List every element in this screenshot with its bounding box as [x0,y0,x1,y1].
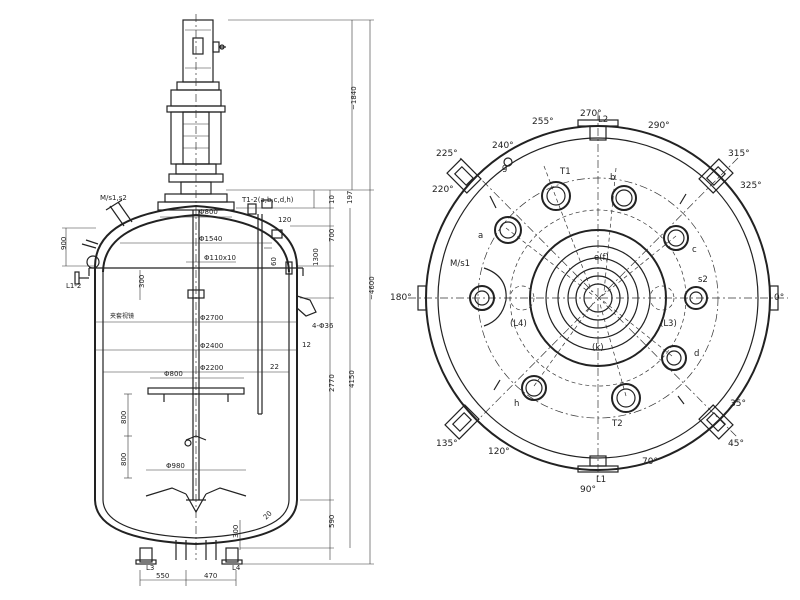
label-ms1: M/s1 [450,259,470,269]
gearbox-frame [164,111,228,203]
side-elevation: M/s1,s2 T1-2(a,b,c,d,h) 900 L1-2 Φ800 Φ1… [60,14,376,586]
dim-60: 60 [270,257,278,266]
label-ef: e(f) [594,253,609,263]
label-l4: L4 [232,564,241,572]
dim-980: Φ980 [166,462,185,470]
dim-12: 12 [302,341,311,349]
horizontal-dims [62,216,297,586]
dim-590: 590 [328,515,336,528]
label-l1: L1 [596,475,606,485]
angle-70: 70° [642,457,658,467]
label-a: a [478,231,483,241]
label-h: h [514,399,519,409]
label-c: c [692,245,697,255]
nozzle-ms1 [469,267,507,327]
dim-4600: ~4600 [368,276,376,300]
nozzle-s2 [684,286,708,310]
dim-1300: 1300 [312,248,320,266]
label-l3: (L3) [660,319,677,329]
label-k: (k) [592,343,604,353]
dim-800b: Φ800 [164,370,183,378]
dim-2770: 2770 [328,374,336,392]
angle-45: 45° [728,439,744,449]
angle-290: 290° [648,121,670,131]
vertical-dims [226,19,374,565]
dim-2700: Φ2700 [200,314,223,322]
angle-35: 35° [730,399,746,409]
label-l3: L3 [146,564,154,572]
motor [166,19,226,113]
dim-110x10: Φ110x10 [204,254,236,262]
dim-800d: 800 [120,453,128,466]
nozzle-t1 [541,181,571,211]
angle-225: 225° [436,149,458,159]
dim-470: 470 [204,572,217,580]
dim-2400: Φ2400 [200,342,223,350]
left-nozzles [74,199,133,285]
angle-0: 0° [774,293,784,303]
dim-800a: Φ800 [199,208,218,216]
angle-255: 255° [532,117,554,127]
nozzle-l2 [577,119,619,141]
nozzle-g [503,157,513,167]
dim-300: 300 [138,275,146,288]
dim-700: 700 [328,229,336,242]
dim-197: 197 [346,191,354,204]
jacket-marks [489,193,687,405]
dim-550: 550 [156,572,169,580]
dim-22: 22 [270,363,279,371]
vessel-body [88,201,304,565]
nozzle-h [521,375,547,401]
nozzle-l1 [577,455,619,473]
dim-800c: 800 [120,411,128,424]
label-t1: T1 [559,167,571,177]
label-t2: T2 [611,419,623,429]
label-g: g [502,163,507,173]
label-l4: (L4) [510,319,527,329]
nozzle-d [661,345,687,371]
support-lugs [444,158,734,440]
angle-220: 220° [432,185,454,195]
angle-120: 120° [488,447,510,457]
dim-1540: Φ1540 [199,235,222,243]
dim-1840: ~1840 [350,86,358,110]
label-l1-2: L1-2 [66,282,81,290]
angle-315: 315° [728,149,750,159]
label-ms-s2: M/s1,s2 [100,194,127,202]
angle-135: 135° [436,439,458,449]
dim-900: 900 [60,237,68,250]
agitator [145,210,247,514]
angle-180: 180° [390,293,412,303]
nozzle-b [611,185,637,211]
nozzle-l4 [509,285,535,311]
nozzle-l3 [649,285,675,311]
dim-120: 120 [278,216,291,224]
jacket-note: 夹套视镜 [110,312,134,320]
angle-90: 90° [580,485,596,495]
angle-270: 270° [580,109,602,119]
angle-240: 240° [492,141,514,151]
angle-325: 325° [740,181,762,191]
label-t-list: T1-2(a,b,c,d,h) [241,196,294,204]
plan-view: 270° 255° 290° 240° 225° 315° 220° 325° … [390,109,788,495]
dim-10: 10 [328,195,336,204]
lug-0 [769,285,779,311]
label-l2: L2 [598,115,608,125]
label-s2: s2 [698,275,708,285]
nozzle-c [663,225,689,251]
dim-4-36: 4-Φ36 [312,322,334,330]
dim-300b: 300 [232,525,240,538]
dim-20: 20 [262,509,274,521]
nozzle-t2 [611,383,641,413]
right-nozzles [247,199,317,415]
lug-180 [417,285,427,311]
label-b: b [610,173,615,183]
nozzle-a [494,216,522,244]
dim-4150: 4150 [348,370,356,388]
dim-2200: Φ2200 [200,364,223,372]
label-d: d [694,349,699,359]
